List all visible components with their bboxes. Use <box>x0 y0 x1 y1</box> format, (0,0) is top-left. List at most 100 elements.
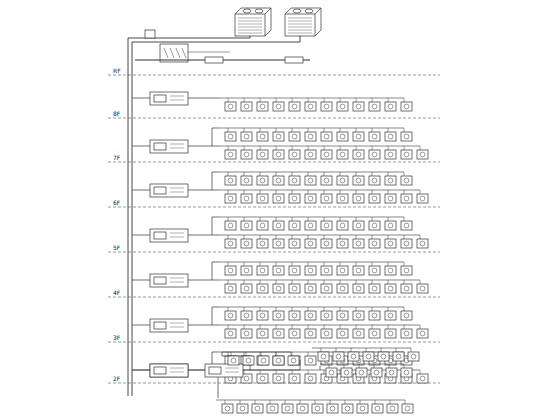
indoor-unit <box>337 132 348 141</box>
pipe-line <box>324 172 325 176</box>
indoor-unit <box>356 368 367 377</box>
pipe-line <box>108 118 440 119</box>
fan-symbol <box>404 104 409 109</box>
indoor-unit <box>222 404 233 413</box>
indoor-unit <box>241 284 252 293</box>
indoor-unit <box>353 311 364 320</box>
fan-symbol <box>388 268 393 273</box>
fan-symbol <box>405 406 410 411</box>
indoor-unit <box>337 150 348 159</box>
pipe-line <box>170 372 184 373</box>
indoor-unit <box>305 311 316 320</box>
indoor-unit <box>372 404 383 413</box>
indoor-unit <box>369 284 380 293</box>
fan-symbol <box>388 152 393 157</box>
indoor-unit <box>385 239 396 248</box>
pipe-line <box>292 190 293 194</box>
pipe-line <box>340 146 341 150</box>
indoor-unit <box>408 352 419 361</box>
fan-symbol <box>372 178 377 183</box>
pipe-line <box>356 217 357 221</box>
fan-symbol <box>388 134 393 139</box>
fan-symbol <box>359 370 364 375</box>
fan-symbol <box>340 223 345 228</box>
fan-symbol <box>372 241 377 246</box>
pipe-line <box>228 128 229 132</box>
indoor-unit <box>321 132 332 141</box>
fan-symbol <box>404 223 409 228</box>
indoor-unit <box>267 404 278 413</box>
fan-symbol <box>308 196 313 201</box>
pipe-line <box>276 172 277 176</box>
pipe-line <box>188 217 219 235</box>
pipe-line <box>288 21 312 22</box>
indoor-unit <box>401 284 412 293</box>
fan-symbol <box>356 134 361 139</box>
pipe-line <box>324 235 325 239</box>
pipe-line <box>228 172 229 176</box>
pipe-line <box>250 360 300 370</box>
pipe-line <box>276 235 277 239</box>
fan-symbol <box>276 104 281 109</box>
pipe-line <box>356 98 357 102</box>
pipe-line <box>324 370 325 374</box>
pipe-line <box>405 400 406 404</box>
pipe-line <box>308 128 309 132</box>
pipe-line <box>276 146 277 150</box>
indoor-unit <box>241 221 252 230</box>
indoor-unit <box>386 368 397 377</box>
pipe-line <box>375 400 376 404</box>
indoor-unit <box>273 239 284 248</box>
fan-symbol <box>372 313 377 318</box>
pipe-line <box>388 307 389 311</box>
outdoor-unit <box>285 8 321 14</box>
pipe-line <box>308 217 309 221</box>
pipe-line <box>228 352 229 356</box>
pipe-line <box>366 348 367 352</box>
pipe-line <box>219 280 420 281</box>
pipe-line <box>308 370 309 374</box>
indoor-unit <box>241 150 252 159</box>
pipe-line <box>308 262 309 266</box>
fan-symbol <box>308 313 313 318</box>
fan-symbol <box>324 223 329 228</box>
fan-symbol <box>381 354 386 359</box>
fan-symbol <box>244 134 249 139</box>
pipe-tag <box>205 57 223 63</box>
pipe-line <box>292 146 293 150</box>
indoor-unit <box>371 368 382 377</box>
fan-symbol <box>356 178 361 183</box>
fan-symbol <box>255 9 263 13</box>
indoor-unit <box>273 266 284 275</box>
pipe-line <box>170 237 184 238</box>
pipe-line <box>132 280 150 281</box>
pipe-line <box>372 190 373 194</box>
fan-symbol <box>276 376 281 381</box>
pipe-line <box>359 364 360 368</box>
indoor-unit <box>321 150 332 159</box>
controller-box <box>150 274 188 287</box>
pipe-line <box>238 33 262 34</box>
pipe-line <box>170 323 184 324</box>
pipe-line <box>372 146 373 150</box>
pipe-line <box>228 280 229 284</box>
fan-symbol <box>372 134 377 139</box>
floor-label: 7F <box>112 154 121 161</box>
pipe-line <box>170 233 184 234</box>
indoor-unit <box>257 150 268 159</box>
indoor-unit <box>353 239 364 248</box>
fan-symbol <box>372 331 377 336</box>
indoor-unit <box>273 374 284 383</box>
fan-symbol <box>293 9 301 13</box>
pipe-line <box>356 190 357 194</box>
fan-symbol <box>292 268 297 273</box>
pipe-line <box>132 98 150 99</box>
fan-symbol <box>420 376 425 381</box>
pipe-line <box>372 280 373 284</box>
pipe-line <box>324 128 325 132</box>
indoor-unit <box>257 356 268 365</box>
pipe-line <box>308 280 309 284</box>
pipe-line <box>164 48 168 58</box>
indoor-unit <box>289 284 300 293</box>
fan-symbol <box>324 268 329 273</box>
